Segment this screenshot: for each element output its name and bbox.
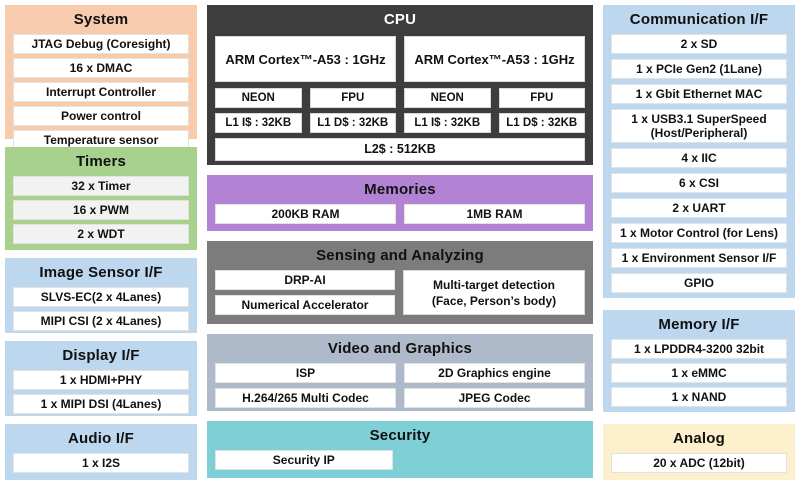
cpu-core: ARM Cortex™-A53 : 1GHz bbox=[215, 36, 396, 82]
feature-item: 1 x MIPI DSI (4Lanes) bbox=[13, 394, 189, 414]
feature-item: H.264/265 Multi Codec bbox=[215, 388, 396, 408]
cpu-unit: NEON bbox=[215, 88, 302, 108]
middle-column: CPU ARM Cortex™-A53 : 1GHz ARM Cortex™-A… bbox=[207, 5, 593, 478]
block-image-sensor-if: Image Sensor I/F SLVS-EC(2 x 4Lanes) MIP… bbox=[5, 258, 197, 333]
feature-item: 2D Graphics engine bbox=[404, 363, 585, 383]
feature-item: 1 x LPDDR4-3200 32bit bbox=[611, 339, 787, 359]
feature-item: 1 x HDMI+PHY bbox=[13, 370, 189, 390]
block-title-timers: Timers bbox=[75, 153, 127, 170]
block-title-memory-if: Memory I/F bbox=[658, 316, 740, 333]
feature-item: DRP-AI bbox=[215, 270, 395, 290]
feature-item: 2 x SD bbox=[611, 34, 787, 54]
feature-item: 1 x Motor Control (for Lens) bbox=[611, 223, 787, 243]
block-timers: Timers 32 x Timer 16 x PWM 2 x WDT bbox=[5, 147, 197, 250]
cpu-l2-cache: L2$ : 512KB bbox=[215, 138, 585, 161]
cpu-core: ARM Cortex™-A53 : 1GHz bbox=[404, 36, 585, 82]
feature-item: 32 x Timer bbox=[13, 176, 189, 196]
feature-item: 1 x NAND bbox=[611, 387, 787, 407]
feature-item: 2 x WDT bbox=[13, 224, 189, 244]
feature-item: SLVS-EC(2 x 4Lanes) bbox=[13, 287, 189, 307]
cpu-unit: NEON bbox=[404, 88, 491, 108]
feature-item: 16 x DMAC bbox=[13, 58, 189, 78]
block-title-analog: Analog bbox=[672, 430, 726, 447]
block-cpu: CPU ARM Cortex™-A53 : 1GHz ARM Cortex™-A… bbox=[207, 5, 593, 165]
block-analog: Analog 20 x ADC (12bit) bbox=[603, 424, 795, 480]
cpu-unit: FPU bbox=[498, 88, 585, 108]
feature-item: 1 x eMMC bbox=[611, 363, 787, 383]
block-title-memories: Memories bbox=[364, 181, 436, 198]
block-system: System JTAG Debug (Coresight) 16 x DMAC … bbox=[5, 5, 197, 150]
feature-item: JTAG Debug (Coresight) bbox=[13, 34, 189, 54]
cpu-l1-cache: L1 I$ : 32KB bbox=[215, 113, 302, 133]
block-security: Security Security IP bbox=[207, 421, 593, 478]
feature-item: 20 x ADC (12bit) bbox=[611, 453, 787, 473]
block-title-image-sensor-if: Image Sensor I/F bbox=[39, 264, 163, 281]
feature-item: 1 x Environment Sensor I/F bbox=[611, 248, 787, 268]
feature-item: 6 x CSI bbox=[611, 173, 787, 193]
feature-item: 1 x Gbit Ethernet MAC bbox=[611, 84, 787, 104]
feature-item: Interrupt Controller bbox=[13, 82, 189, 102]
feature-item: Security IP bbox=[215, 450, 393, 470]
block-title-display-if: Display I/F bbox=[62, 347, 140, 364]
multi-target-detection-box: Multi-target detection (Face, Person’s b… bbox=[403, 270, 585, 315]
right-column: Communication I/F 2 x SD 1 x PCIe Gen2 (… bbox=[603, 5, 795, 480]
block-sensing: Sensing and Analyzing DRP-AI Numerical A… bbox=[207, 241, 593, 324]
feature-item: 1 x USB3.1 SuperSpeed (Host/Peripheral) bbox=[611, 109, 787, 143]
feature-item: 1 x I2S bbox=[13, 453, 189, 473]
block-communication-if: Communication I/F 2 x SD 1 x PCIe Gen2 (… bbox=[603, 5, 795, 298]
feature-item: ISP bbox=[215, 363, 396, 383]
cpu-unit: FPU bbox=[309, 88, 396, 108]
feature-item: Numerical Accelerator bbox=[215, 295, 395, 315]
detection-line1: Multi-target detection bbox=[433, 277, 555, 292]
cpu-l1-cache: L1 D$ : 32KB bbox=[309, 113, 396, 133]
feature-item: JPEG Codec bbox=[404, 388, 585, 408]
cpu-l1-cache: L1 I$ : 32KB bbox=[404, 113, 491, 133]
block-display-if: Display I/F 1 x HDMI+PHY 1 x MIPI DSI (4… bbox=[5, 341, 197, 416]
left-column: System JTAG Debug (Coresight) 16 x DMAC … bbox=[5, 5, 197, 480]
feature-item: 4 x IIC bbox=[611, 148, 787, 168]
block-title-communication-if: Communication I/F bbox=[629, 11, 769, 28]
cpu-l1-cache: L1 D$ : 32KB bbox=[498, 113, 585, 133]
block-title-security: Security bbox=[369, 427, 431, 444]
block-title-audio-if: Audio I/F bbox=[68, 430, 134, 447]
block-audio-if: Audio I/F 1 x I2S bbox=[5, 424, 197, 480]
feature-item: 16 x PWM bbox=[13, 200, 189, 220]
block-memories: Memories 200KB RAM 1MB RAM bbox=[207, 175, 593, 231]
block-title-system: System bbox=[73, 11, 129, 28]
feature-item: 1 x PCIe Gen2 (1Lane) bbox=[611, 59, 787, 79]
block-title-video-graphics: Video and Graphics bbox=[327, 340, 473, 357]
block-title-sensing: Sensing and Analyzing bbox=[316, 247, 484, 264]
block-video-graphics: Video and Graphics ISP 2D Graphics engin… bbox=[207, 334, 593, 411]
feature-item: Power control bbox=[13, 106, 189, 126]
feature-item: 200KB RAM bbox=[215, 204, 396, 224]
detection-line2: (Face, Person’s body) bbox=[431, 293, 557, 308]
block-memory-if: Memory I/F 1 x LPDDR4-3200 32bit 1 x eMM… bbox=[603, 310, 795, 412]
feature-item: 2 x UART bbox=[611, 198, 787, 218]
feature-item: GPIO bbox=[611, 273, 787, 293]
feature-item: 1MB RAM bbox=[404, 204, 585, 224]
feature-item: MIPI CSI (2 x 4Lanes) bbox=[13, 311, 189, 331]
block-title-cpu: CPU bbox=[383, 11, 417, 28]
